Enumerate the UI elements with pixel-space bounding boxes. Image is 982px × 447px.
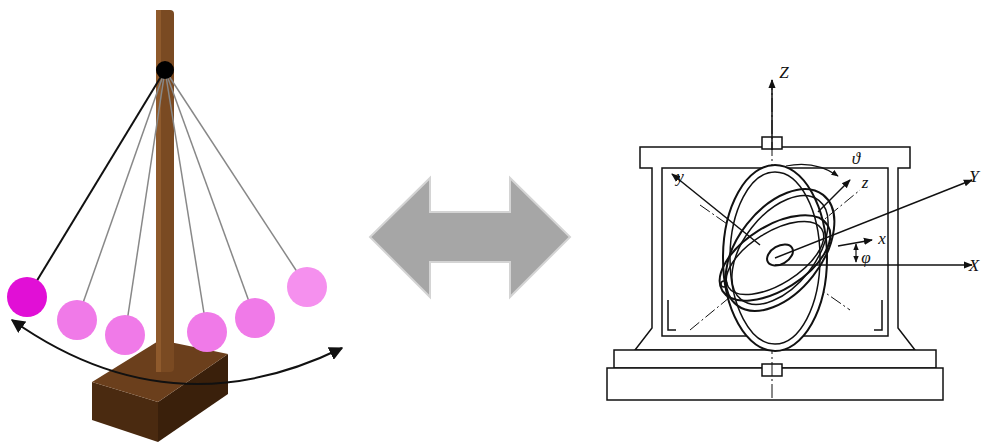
angle-arrow — [855, 244, 856, 262]
pendulum-bob — [105, 315, 145, 355]
axis-label: x — [878, 230, 886, 247]
axis-label: X — [969, 257, 979, 274]
pendulum-bob — [287, 267, 327, 307]
string — [165, 70, 307, 287]
axis-label: Z — [779, 64, 788, 81]
string — [27, 70, 165, 297]
string — [165, 70, 207, 332]
pendulum-bob — [57, 300, 97, 340]
housing-foot — [874, 300, 882, 330]
housing-foot — [668, 300, 676, 330]
angle-arc — [786, 164, 838, 176]
string — [125, 70, 165, 335]
axis-label: y — [676, 168, 684, 185]
string — [165, 70, 255, 318]
pivot-pin — [721, 281, 727, 287]
pendulum-pole — [156, 10, 174, 372]
pendulum-bob — [7, 277, 47, 317]
pendulum — [7, 10, 342, 442]
pendulum-bob — [187, 312, 227, 352]
swing-arrow — [12, 320, 342, 384]
axis-label: Y — [969, 168, 978, 185]
axis-label: ϑ — [852, 150, 860, 167]
axis-Y — [775, 180, 972, 258]
rotor-ring — [704, 169, 856, 331]
axis-label: z — [862, 174, 869, 191]
housing — [635, 147, 915, 350]
axis-Z — [771, 80, 773, 150]
axis-z — [818, 180, 850, 212]
string — [77, 70, 165, 320]
axis-y — [672, 174, 760, 245]
axis-X — [775, 264, 972, 266]
axis-label: φ — [861, 249, 870, 266]
pivot — [156, 61, 174, 79]
rotor-ring — [713, 178, 847, 322]
pendulum-bob — [235, 298, 275, 338]
axis-x — [838, 240, 872, 246]
double-arrow — [370, 178, 570, 297]
gyroscope — [607, 80, 972, 400]
